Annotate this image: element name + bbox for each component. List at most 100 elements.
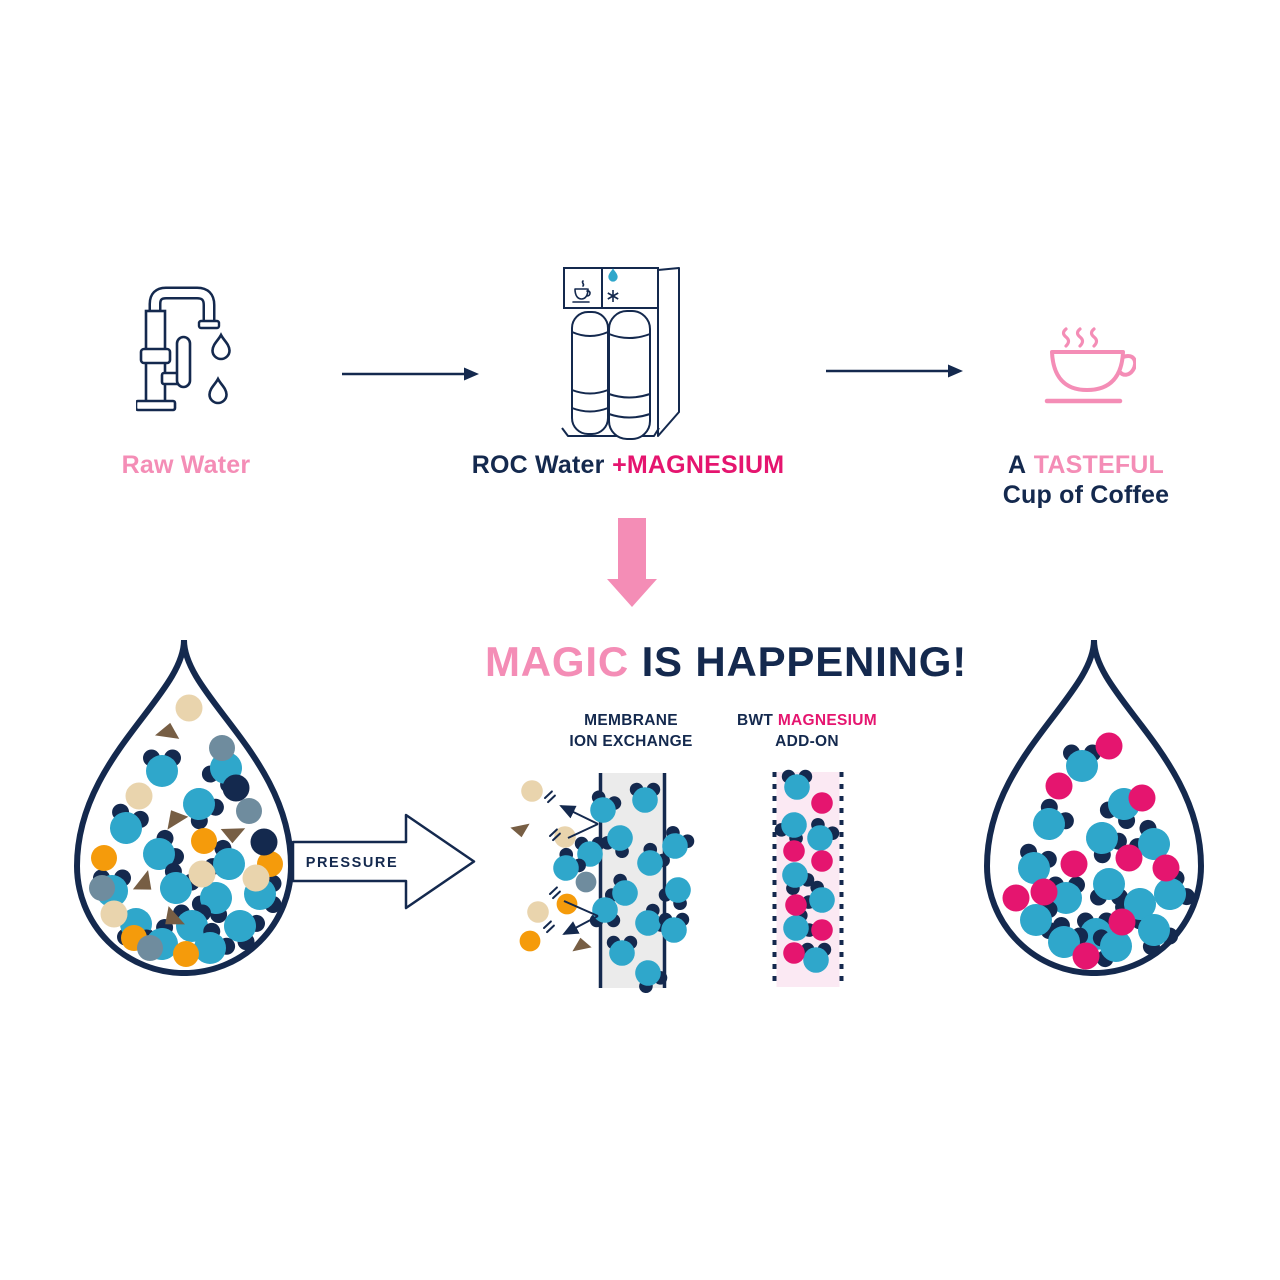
impurity-navy [250, 828, 278, 856]
impurity-grayblue [209, 735, 235, 761]
impurity-orange [191, 828, 217, 854]
water-molecule [589, 897, 621, 928]
faucet-icon [136, 286, 231, 412]
pressure-arrow: PRESSURE [291, 813, 476, 910]
water-molecule [194, 922, 236, 964]
impurity-brown [510, 823, 530, 838]
impurity-tan [175, 694, 203, 722]
impurity-brown [220, 828, 246, 844]
magnesium-particle [785, 894, 807, 916]
clean-water-drop [983, 639, 1205, 976]
impurity-grayblue [236, 798, 262, 824]
water-molecule [635, 960, 668, 994]
magnesium-particle [1072, 942, 1100, 970]
membrane-label: MEMBRANE ION EXCHANGE [531, 710, 731, 752]
impurity-tan [188, 860, 216, 888]
water-molecule [807, 817, 840, 851]
tasteful-coffee-line2: Cup of Coffee [1002, 481, 1170, 509]
water-molecule [606, 935, 638, 966]
impurity-grayblue [575, 871, 597, 893]
impurity-orange [91, 845, 117, 871]
water-molecule [635, 903, 669, 936]
speed-dashes [543, 790, 561, 934]
membrane-label-line2: ION EXCHANGE [569, 733, 693, 750]
magic-title: MAGIC IS HAPPENING! [400, 638, 1052, 686]
impurity-grayblue [137, 935, 163, 961]
addon-label-line2: ADD-ON [775, 733, 839, 750]
water-molecule [1092, 929, 1132, 968]
water-molecule [1033, 798, 1074, 840]
impurity-tan [521, 780, 543, 802]
magnesium-particle [1128, 784, 1156, 812]
magnesium-particle [1030, 878, 1058, 906]
water-molecule [1138, 914, 1179, 956]
membrane-label-line1: MEMBRANE [584, 712, 678, 729]
water-drop-icon [211, 332, 231, 361]
water-drop-icon [208, 376, 228, 405]
magnesium-particle [1115, 844, 1143, 872]
tasteful-coffee-prefix: A [1007, 451, 1027, 479]
water-molecule [783, 908, 817, 941]
water-molecule [183, 788, 224, 830]
impurity-brown [165, 906, 185, 925]
water-molecule [658, 877, 691, 911]
magnesium-particle [783, 942, 805, 964]
raw-water-drop [73, 639, 295, 976]
water-molecule [590, 790, 622, 823]
water-dispenser-icon [561, 267, 680, 440]
magnesium-particle [783, 840, 805, 862]
water-molecule [1086, 822, 1127, 864]
tasteful-coffee-accent: TASTEFUL [1033, 451, 1165, 479]
magic-title-accent: MAGIC [484, 638, 629, 685]
pressure-label: PRESSURE [306, 855, 399, 871]
impurity-brown [132, 870, 152, 890]
roc-water-label-main: ROC Water [471, 451, 605, 479]
water-molecule [600, 825, 633, 859]
magnesium-particle [811, 850, 833, 872]
water-molecule [801, 880, 835, 913]
coffee-cup-icon [1044, 327, 1136, 404]
bwt-drop-logo-icon [608, 268, 618, 282]
magnesium-particle [811, 792, 833, 814]
addon-label-magnesium: MAGNESIUM [777, 712, 877, 729]
magnesium-particle [1095, 732, 1123, 760]
water-molecule [662, 825, 695, 859]
addon-label-bwt: BWT [737, 712, 774, 729]
magnesium-particle [1045, 772, 1073, 800]
water-molecule [1048, 916, 1089, 958]
magic-title-rest: IS HAPPENING! [641, 638, 968, 685]
water-molecule [629, 782, 661, 813]
water-molecule [1063, 744, 1101, 782]
water-molecule [1154, 869, 1196, 910]
impurity-brown [167, 810, 189, 830]
magnesium-particle [811, 919, 833, 941]
water-molecule [658, 912, 690, 943]
water-molecule [1018, 843, 1057, 884]
impurity-brown [154, 722, 180, 739]
impurity-tan [527, 901, 549, 923]
water-molecule [781, 769, 813, 800]
water-molecule [224, 910, 266, 951]
impurity-brown [572, 937, 592, 952]
coffee-mode-icon [572, 280, 591, 303]
magnesium-particle [1108, 908, 1136, 936]
roc-water-label: ROC Water+MAGNESIUM [468, 450, 788, 480]
magnesium-particle [1152, 854, 1180, 882]
impurity-tan [242, 864, 270, 892]
impurity-orange [556, 893, 578, 915]
water-molecule [110, 803, 149, 844]
impurity-orange [519, 930, 541, 952]
impurity-tan [100, 900, 128, 928]
rejection-arrows [559, 805, 599, 935]
impurity-orange [173, 941, 199, 967]
magic-down-arrow-icon [607, 518, 657, 607]
impurity-tan [125, 782, 153, 810]
water-molecule [553, 847, 586, 881]
magnesium-particle [1060, 850, 1088, 878]
water-molecule [782, 862, 815, 896]
flow-arrow-icon [826, 364, 963, 378]
